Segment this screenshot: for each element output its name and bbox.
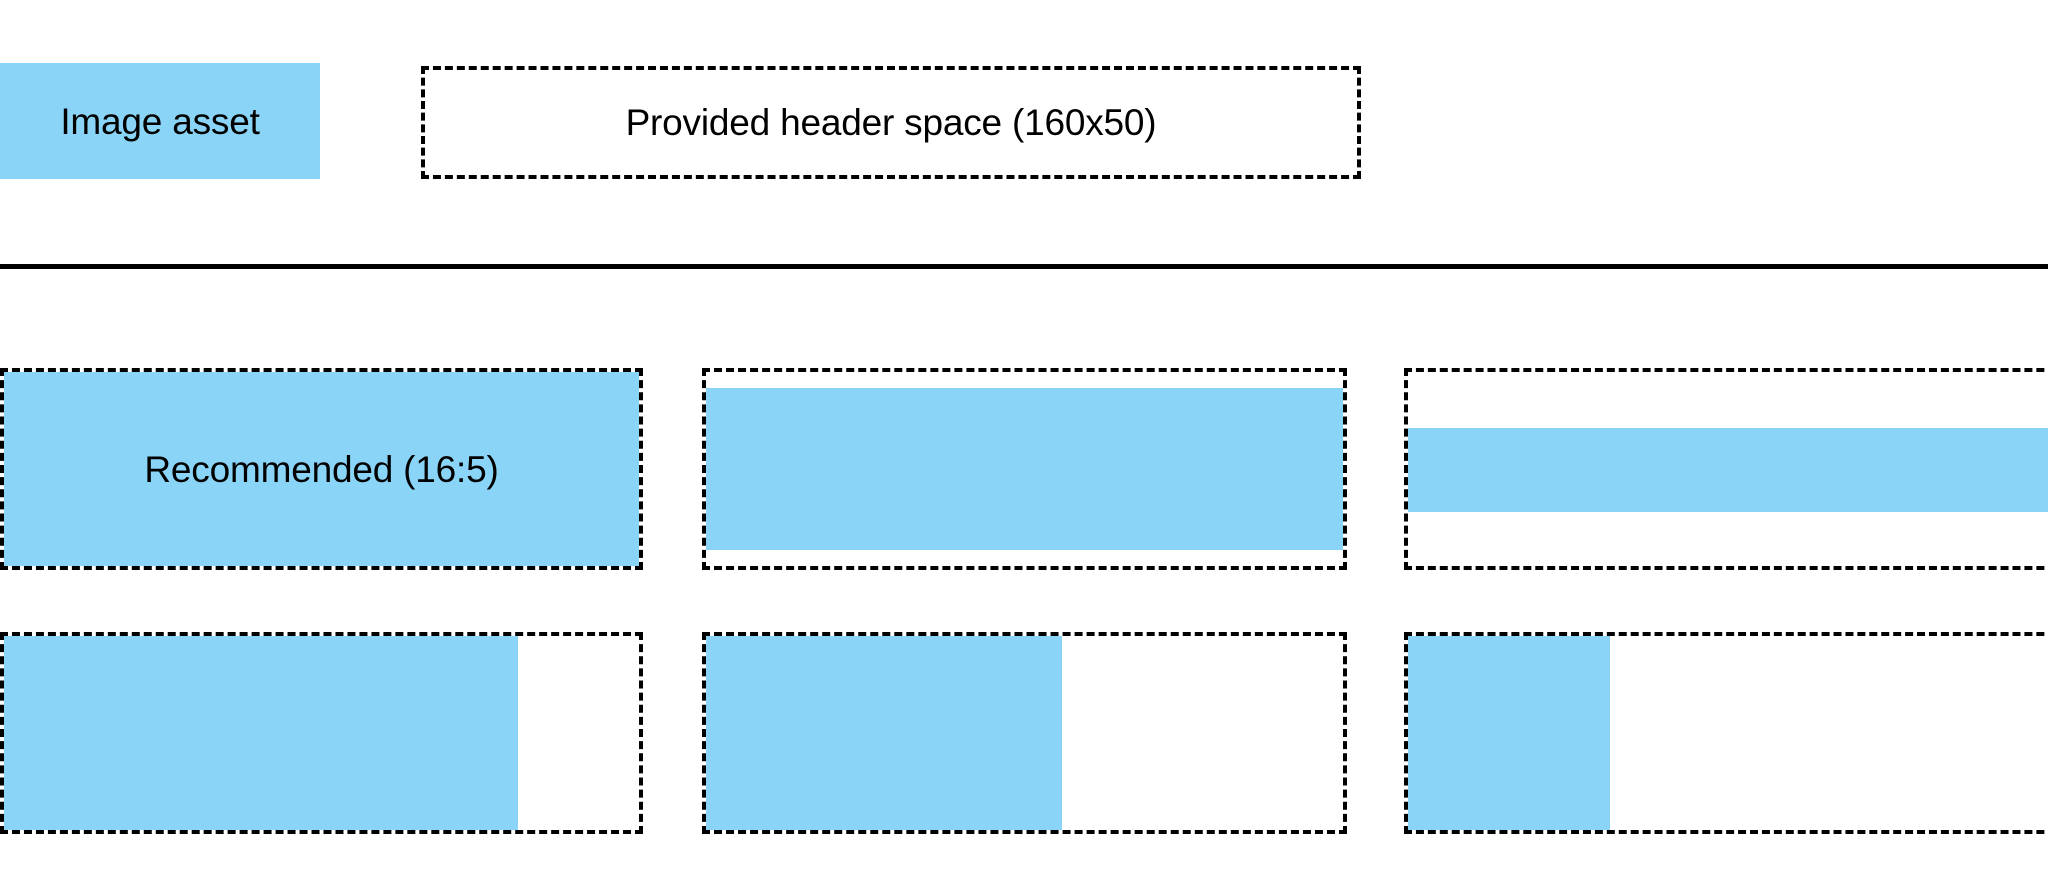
aspect-ratio-row — [0, 632, 2048, 834]
section-divider — [0, 264, 2048, 269]
aspect-ratio-cell — [0, 632, 643, 834]
aspect-ratio-row: Recommended (16:5) — [0, 368, 2048, 570]
aspect-ratio-cell — [1404, 368, 2048, 570]
aspect-ratio-cell — [702, 632, 1347, 834]
aspect-ratio-grid: Recommended (16:5) — [0, 368, 2048, 838]
aspect-ratio-cell — [1404, 632, 2048, 834]
asset-fill — [1408, 636, 1610, 830]
header-section: Image asset Provided header space (160x5… — [0, 63, 2048, 179]
asset-fill — [706, 388, 1343, 550]
asset-fill — [1408, 428, 2048, 512]
image-asset-swatch: Image asset — [0, 63, 320, 179]
asset-fill — [4, 636, 518, 830]
asset-fill — [4, 372, 639, 566]
asset-fill — [706, 636, 1062, 830]
provided-header-space-label: Provided header space (160x50) — [625, 102, 1157, 143]
aspect-ratio-cell: Recommended (16:5) — [0, 368, 643, 570]
aspect-ratio-cell — [702, 368, 1347, 570]
provided-header-space-box: Provided header space (160x50) — [421, 66, 1361, 179]
image-asset-label: Image asset — [60, 100, 260, 142]
